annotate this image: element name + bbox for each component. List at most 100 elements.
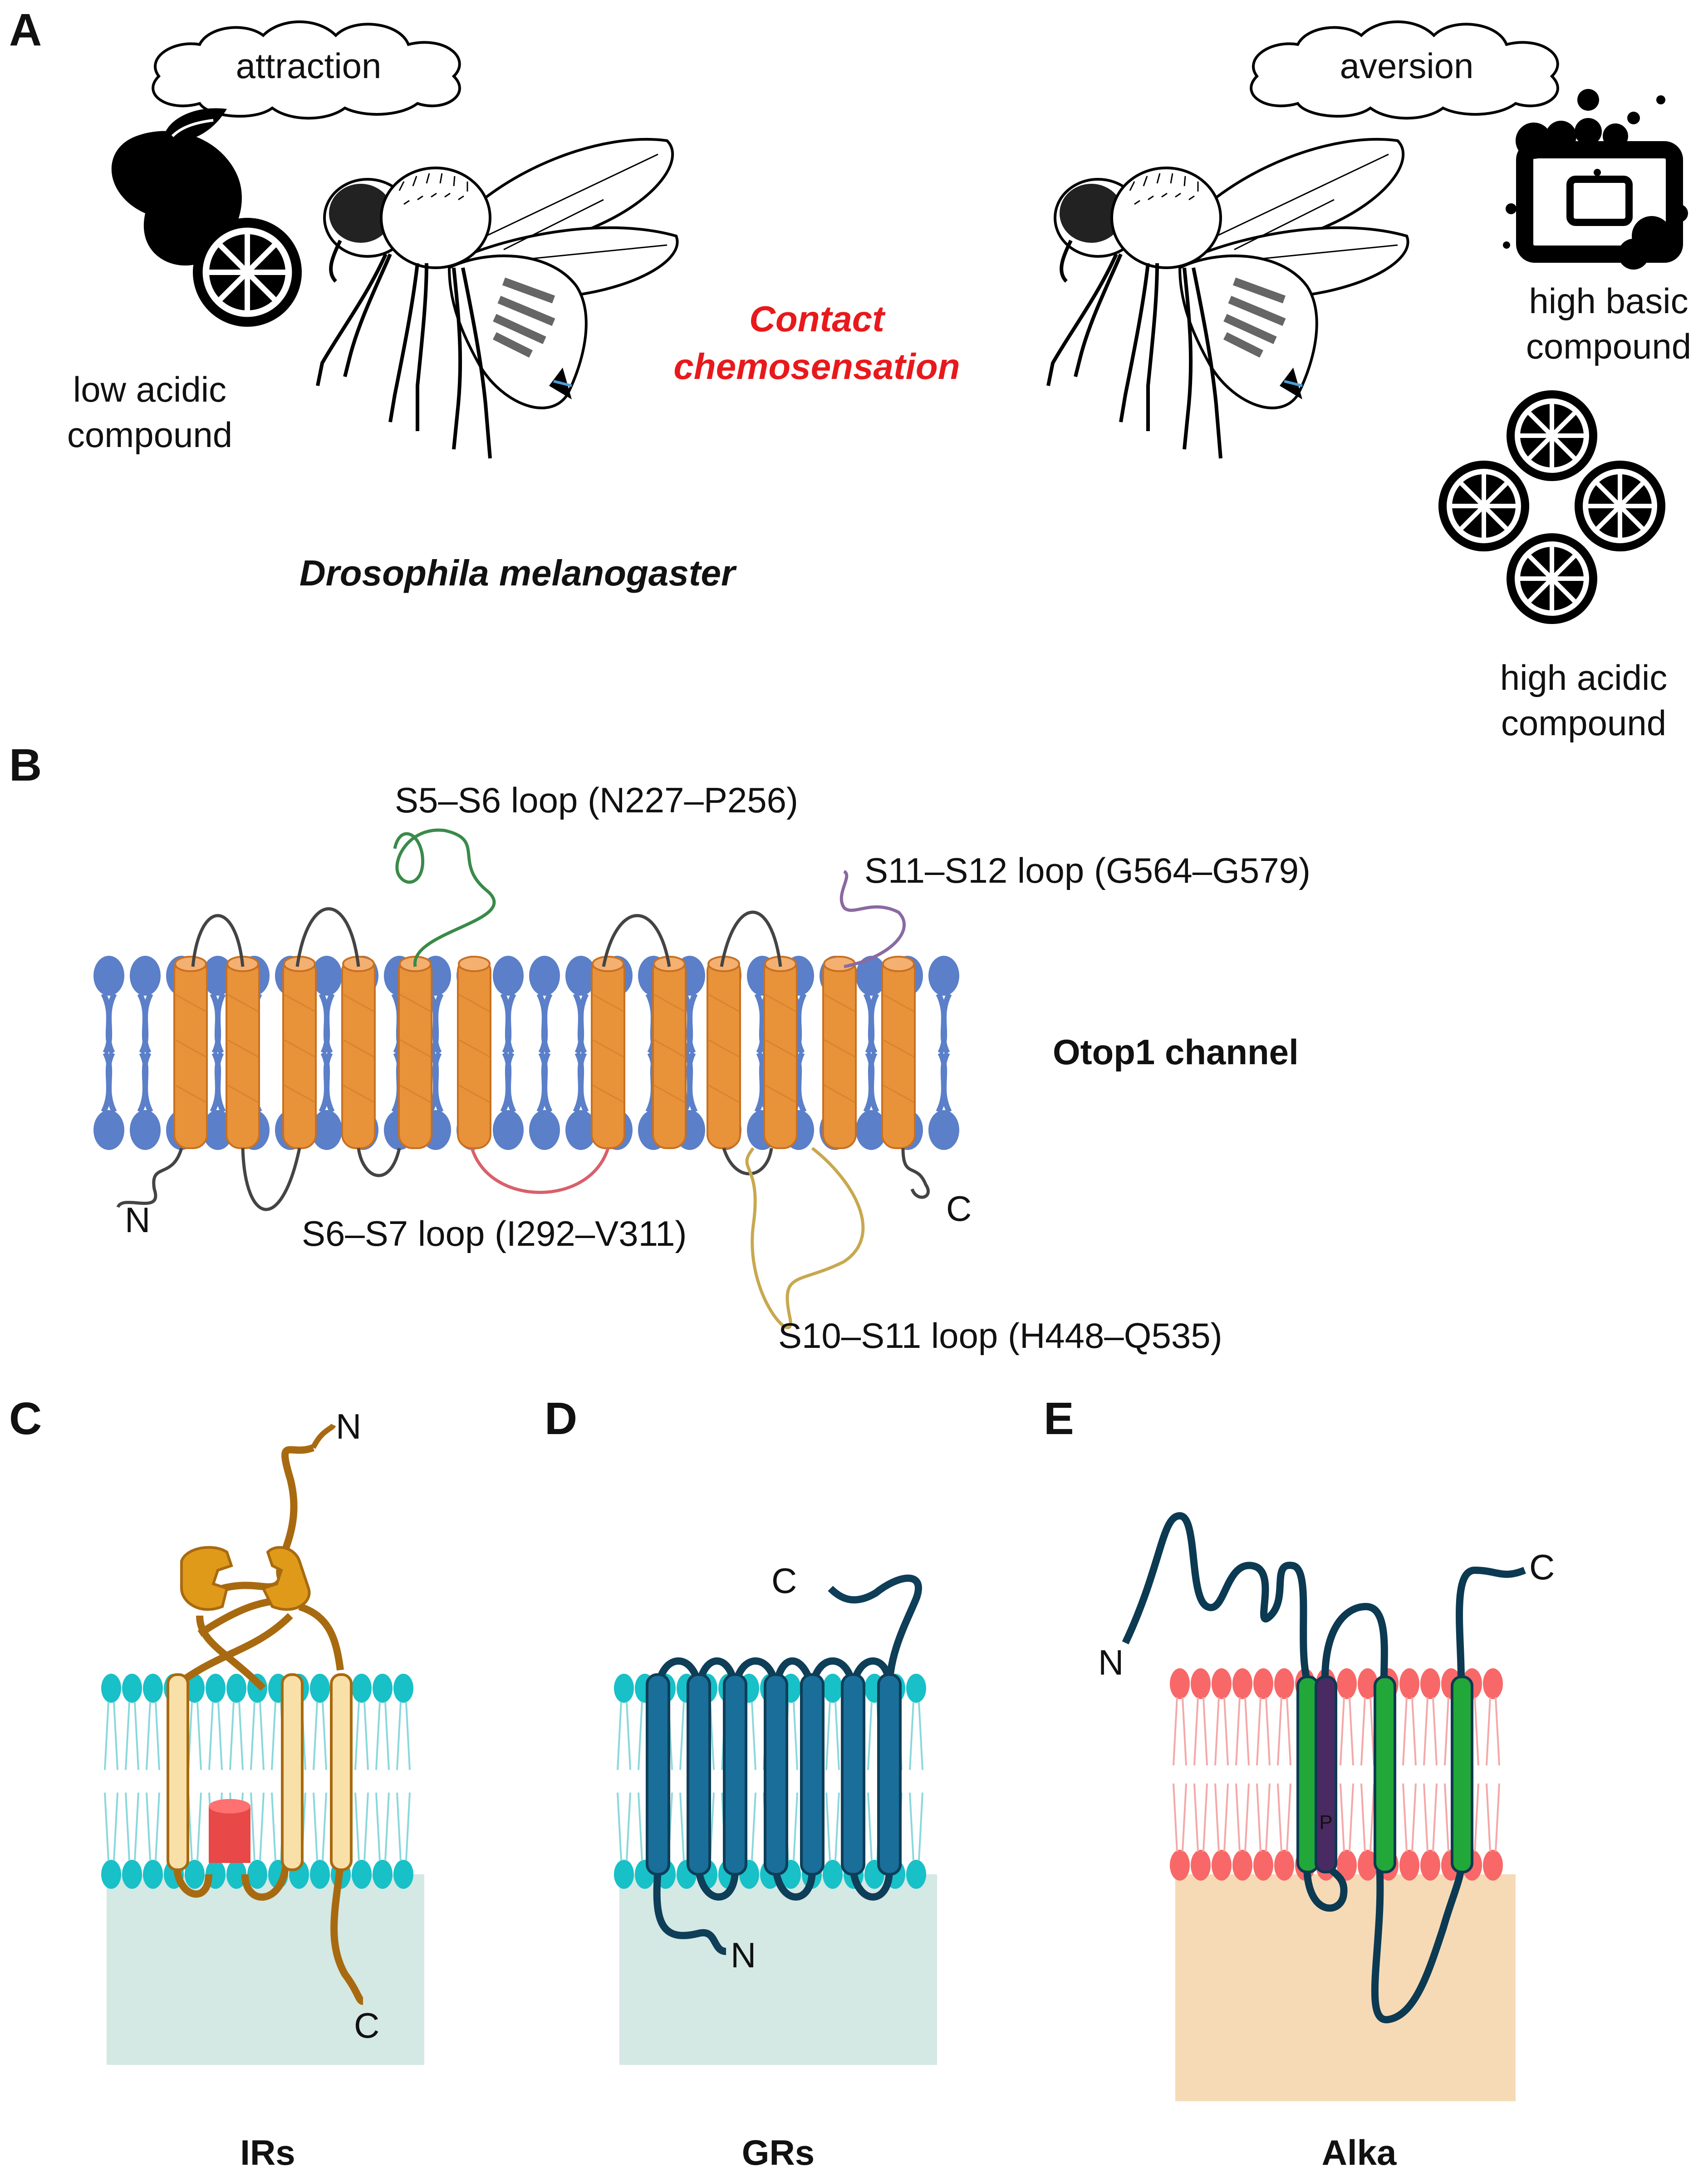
lipid-tail: [1256, 1697, 1271, 1852]
lipid-head: [143, 1674, 163, 1703]
lipid-tail: [1235, 1697, 1250, 1852]
lipid-tail: [863, 993, 879, 1113]
ir-n-term: N: [336, 1406, 361, 1446]
lipid-head: [1253, 1850, 1273, 1881]
lipid-head: [122, 1860, 142, 1889]
loop-s10s11-label: S10–S11 loop (H448–Q535): [778, 1316, 1222, 1356]
gr-helix: [687, 1673, 711, 1876]
lipid-head: [1399, 1668, 1419, 1699]
lipid-head: [614, 1674, 634, 1703]
transmembrane-helix: [881, 956, 916, 1149]
lipid-head: [1191, 1668, 1211, 1699]
lipid-head: [311, 1110, 342, 1150]
high-basic-line1: high basic: [1529, 281, 1688, 321]
lipid-tail: [396, 1701, 411, 1861]
alka-n-term: N: [1098, 1642, 1124, 1682]
lipid-head: [1274, 1668, 1294, 1699]
lipid-head: [1212, 1850, 1232, 1881]
cloud-label-aversion: aversion: [1340, 46, 1474, 86]
lipid-head: [1232, 1668, 1252, 1699]
lipid-tail: [500, 993, 516, 1113]
lipid-tail: [1423, 1697, 1438, 1852]
gr-helix: [800, 1673, 825, 1876]
lipid-tail: [137, 993, 153, 1113]
lipid-head: [565, 1110, 596, 1150]
lipid-tail: [104, 1701, 118, 1861]
panel-d-letter: D: [545, 1393, 577, 1444]
lipid-tail: [825, 1701, 840, 1861]
lipid-tail: [427, 993, 444, 1113]
otop1-c-term: C: [946, 1189, 972, 1229]
gr-helix: [764, 1673, 788, 1876]
lipid-head: [206, 1674, 226, 1703]
lipid-tail: [101, 993, 117, 1113]
lipid-head: [311, 956, 342, 996]
gr-c-term: C: [771, 1561, 797, 1601]
lipid-head: [310, 1674, 330, 1703]
lipid-head: [823, 1674, 843, 1703]
lipid-head: [373, 1860, 393, 1889]
lipid-tail: [125, 1701, 139, 1861]
lipid-head: [856, 1110, 887, 1150]
otop1-membrane: [93, 956, 959, 1150]
lipid-tail: [573, 993, 589, 1113]
lipid-tail: [1277, 1697, 1291, 1852]
otop1-title: Otop1 channel: [1053, 1032, 1299, 1072]
lipid-tail: [1340, 1697, 1354, 1852]
lipid-tail: [375, 1701, 390, 1861]
citrus-slice-icon-group: [1438, 390, 1665, 624]
lipid-tail: [790, 993, 807, 1113]
lipid-head: [130, 956, 161, 996]
lipid-head: [1358, 1850, 1378, 1881]
lipid-head: [1337, 1668, 1357, 1699]
lipid-head: [823, 1860, 843, 1889]
otop1-n-term: N: [125, 1200, 150, 1240]
lipid-tail: [1173, 1697, 1187, 1852]
soap-icon: [1503, 89, 1688, 270]
gr-title: GRs: [742, 2133, 815, 2172]
lipid-tail: [682, 993, 698, 1113]
lipid-head: [1170, 1850, 1190, 1881]
lipid-tail: [1486, 1697, 1500, 1852]
fly-icon-right: [1048, 139, 1408, 458]
cloud-label-attraction: attraction: [236, 46, 382, 86]
lipid-tail: [208, 1701, 223, 1861]
lipid-head: [310, 1860, 330, 1889]
lipid-head: [1420, 1668, 1440, 1699]
transmembrane-helix: [173, 956, 208, 1149]
ir-title: IRs: [240, 2133, 295, 2172]
lipid-head: [101, 1860, 121, 1889]
gr-helix: [841, 1673, 865, 1876]
lipid-head: [1420, 1850, 1440, 1881]
lipid-head: [1191, 1850, 1211, 1881]
lipid-tail: [319, 993, 335, 1113]
lipid-tail: [313, 1701, 327, 1861]
species-label: Drosophila melanogaster: [299, 553, 737, 593]
lipid-head: [373, 1674, 393, 1703]
gr-diagram: [614, 1574, 937, 2065]
lipid-tail: [754, 993, 771, 1113]
alka-title: Alka: [1322, 2133, 1397, 2172]
lipid-tail: [909, 1701, 923, 1861]
lipid-head: [226, 1860, 246, 1889]
lipid-head: [93, 956, 124, 996]
lipid-tail: [1214, 1697, 1229, 1852]
lipid-head: [529, 1110, 560, 1150]
gr-helix: [646, 1673, 670, 1876]
transmembrane-helix: [226, 956, 260, 1149]
lipid-head: [1337, 1850, 1357, 1881]
lipid-head: [906, 1674, 926, 1703]
lipid-head: [1232, 1850, 1252, 1881]
lipid-tail: [250, 1701, 265, 1861]
low-acidic-line2: compound: [67, 415, 232, 455]
lipid-tail: [146, 1701, 160, 1861]
lipid-head: [247, 1860, 267, 1889]
lipid-head: [1483, 1850, 1503, 1881]
panel-e-letter: E: [1044, 1393, 1074, 1444]
lipid-tail: [187, 1701, 202, 1861]
lipid-head: [226, 1674, 246, 1703]
lipid-head: [565, 956, 596, 996]
lipid-head: [185, 1860, 205, 1889]
lipid-head: [352, 1674, 372, 1703]
